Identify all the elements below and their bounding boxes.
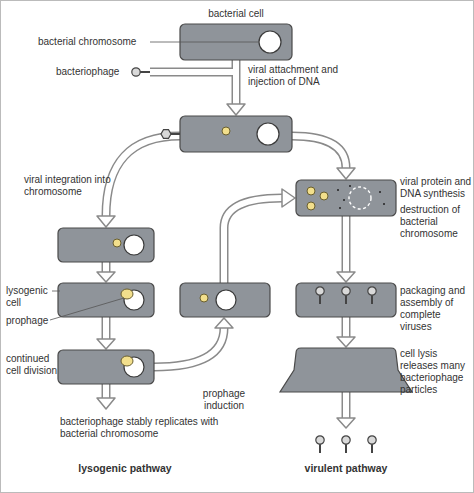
step-label: cell lysis releases many bacteriophage p… <box>400 348 474 396</box>
leader-line <box>52 291 60 292</box>
phage-tail <box>140 71 150 73</box>
released-phage <box>368 436 376 453</box>
arrow <box>224 198 282 283</box>
chromosome-fragments <box>337 185 385 209</box>
arrow-head <box>97 216 115 227</box>
assembled-phage <box>342 287 350 304</box>
part-label: bacteriophage <box>56 66 132 78</box>
fragment <box>343 199 345 201</box>
arrow <box>102 262 111 272</box>
arrow <box>292 136 346 168</box>
pathway-title: virulent pathway <box>286 462 406 475</box>
viral-dna <box>320 192 328 200</box>
free-phage <box>132 68 150 76</box>
released-phage <box>342 436 350 453</box>
destroyed-chromosome <box>349 187 371 209</box>
viral-dna <box>222 127 230 135</box>
step-label: prophage induction <box>186 388 262 412</box>
fragment <box>339 207 341 209</box>
bacterial-cells <box>58 24 412 392</box>
viral-dna <box>307 202 315 210</box>
viral-dna <box>113 239 121 247</box>
phage-head <box>132 68 140 76</box>
arrow <box>343 392 349 418</box>
arrow <box>103 384 109 398</box>
bacterial-cell <box>296 180 396 216</box>
assembled-phage <box>316 287 324 304</box>
arrow <box>103 262 109 272</box>
arrow <box>102 317 111 339</box>
viral-dna <box>113 127 328 366</box>
arrow <box>106 136 180 216</box>
arrow <box>106 136 180 216</box>
arrow-head <box>282 189 295 207</box>
arrow <box>102 384 111 398</box>
cell-label: bacterial cell <box>186 8 286 20</box>
chromosome <box>257 123 279 145</box>
arrow <box>154 328 224 367</box>
bacterial-cell <box>180 116 292 152</box>
bacterial-cell <box>296 283 396 317</box>
attached-phage <box>161 130 180 139</box>
arrow <box>342 392 351 418</box>
arrow <box>343 317 349 337</box>
arrow-head <box>97 398 115 409</box>
viral-dna <box>307 187 315 195</box>
fragment <box>337 189 339 191</box>
arrow-head <box>337 272 355 282</box>
arrow <box>150 68 236 77</box>
chromosome <box>216 290 236 310</box>
arrow <box>292 136 346 168</box>
bacterial-cell <box>58 283 154 317</box>
fragment <box>383 203 385 205</box>
step-label: viral attachment and injection of DNA <box>248 64 373 88</box>
released-phage <box>316 436 324 453</box>
fragment <box>349 185 351 187</box>
arrow <box>342 317 351 337</box>
arrow-head <box>337 418 355 428</box>
part-label: prophage <box>6 315 56 327</box>
prophage-dna <box>121 356 133 366</box>
step-label: viral protein and DNA synthesis <box>400 176 474 200</box>
step-label: continued cell division <box>6 353 60 377</box>
arrow <box>342 216 351 272</box>
leader-line <box>150 42 259 43</box>
phage-head <box>161 130 171 139</box>
chromosome <box>259 31 281 53</box>
arrow-head <box>337 337 355 347</box>
arrow <box>224 198 282 283</box>
bacterial-cell <box>180 283 270 317</box>
arrow-head <box>337 168 355 179</box>
step-label: destruction of bacterial chromosome <box>400 204 474 240</box>
part-label: bacterial chromosome <box>38 36 152 48</box>
chromosome <box>124 235 144 255</box>
step-label: packaging and assembly of complete virus… <box>400 285 474 333</box>
fragment <box>379 191 381 193</box>
part-label: lysogenic cell <box>6 285 58 309</box>
bacterial-cell <box>58 228 154 262</box>
leader-line <box>50 298 124 320</box>
arrow <box>150 69 236 75</box>
arrow-head <box>227 104 245 115</box>
arrow-head <box>215 318 233 328</box>
prophage-dna <box>121 289 133 299</box>
arrow <box>154 328 224 367</box>
arrow <box>233 60 239 104</box>
lysed-cell <box>280 348 412 392</box>
arrow-head <box>97 339 115 349</box>
step-label: bacteriophage stably replicates with bac… <box>60 416 250 440</box>
arrow <box>103 317 109 339</box>
bacterial-cell <box>58 350 154 384</box>
arrow <box>343 216 349 272</box>
assembled-phage <box>368 287 376 304</box>
arrow <box>232 60 241 104</box>
arrow-head <box>97 272 115 282</box>
step-label: viral integration into chromosome <box>24 174 156 198</box>
pathway-title: lysogenic pathway <box>60 462 190 475</box>
viral-dna <box>200 294 208 302</box>
